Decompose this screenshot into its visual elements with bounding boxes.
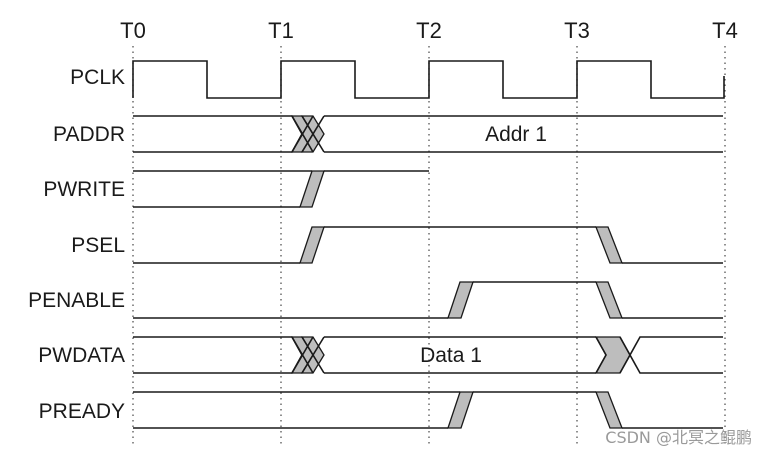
time-marker-t1: T1: [268, 18, 294, 43]
pwrite-waveform: [133, 170, 429, 208]
pready-waveform: [133, 391, 723, 429]
psel-rise-transition: [299, 226, 325, 264]
time-marker-t2: T2: [416, 18, 442, 43]
paddr-waveform: [133, 115, 723, 153]
penable-waveform: [133, 281, 723, 319]
penable-fall-transition: [595, 281, 623, 319]
signal-label-paddr: PADDR: [53, 123, 125, 146]
signal-label-penable: PENABLE: [28, 289, 125, 312]
signal-label-pwrite: PWRITE: [43, 178, 125, 201]
psel-fall-transition: [595, 226, 623, 264]
pready-rise-transition: [447, 391, 474, 429]
watermark-text: CSDN @北冥之鲲鹏: [605, 428, 752, 447]
time-marker-t4: T4: [712, 18, 738, 43]
signal-label-psel: PSEL: [71, 234, 125, 257]
pclk-waveform: [132, 60, 725, 99]
paddr-bus-value: Addr 1: [485, 123, 547, 146]
time-marker-t3: T3: [564, 18, 590, 43]
pwrite-transition: [299, 170, 325, 208]
time-marker-t0: T0: [120, 18, 146, 43]
signal-label-pready: PREADY: [39, 400, 125, 423]
penable-rise-transition: [447, 281, 474, 319]
psel-waveform: [133, 226, 723, 264]
pwdata-transition-right: [594, 336, 631, 374]
pwdata-waveform: [133, 336, 723, 374]
pwdata-bus-value: Data 1: [420, 344, 482, 367]
signal-label-pwdata: PWDATA: [38, 344, 125, 367]
signal-label-pclk: PCLK: [70, 66, 125, 89]
pready-fall-transition: [595, 391, 623, 429]
